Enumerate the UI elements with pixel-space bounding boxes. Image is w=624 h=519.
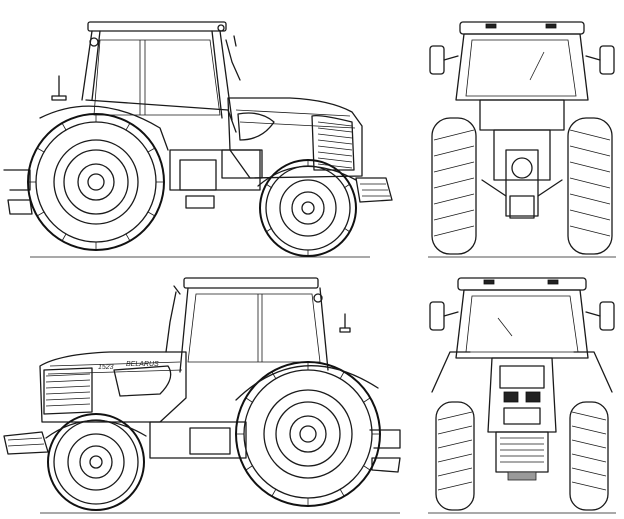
rear-view <box>420 0 624 262</box>
front-tire-left <box>435 401 475 511</box>
mirror-right <box>585 301 615 331</box>
rear-wheel <box>235 361 381 507</box>
cab <box>455 21 589 101</box>
front-wheel <box>45 413 147 511</box>
cab <box>165 277 329 373</box>
left-side-view <box>0 0 410 262</box>
hood <box>227 97 363 179</box>
hood-brand-name: BELARUS <box>126 361 159 368</box>
chassis <box>3 313 401 473</box>
mirror-left <box>429 301 459 331</box>
front-tire-right <box>569 401 609 511</box>
right-side-view: 1523 BELARUS <box>0 262 410 519</box>
front-view <box>420 262 624 519</box>
cab <box>81 21 241 133</box>
front-wheel <box>257 159 357 257</box>
chassis <box>3 75 393 215</box>
mirror-left <box>429 45 459 75</box>
hood: 1523 BELARUS <box>39 351 187 423</box>
grille <box>487 357 557 481</box>
hood-model-number: 1523 <box>98 364 114 371</box>
rear-hitch <box>479 99 565 219</box>
rear-tire-left <box>431 117 477 255</box>
rear-wheel <box>27 105 169 251</box>
cab <box>455 277 589 359</box>
rear-tire-right <box>567 117 613 255</box>
rear-fender-right <box>573 351 613 393</box>
mirror-right <box>585 45 615 75</box>
rear-fender-left <box>431 351 471 393</box>
